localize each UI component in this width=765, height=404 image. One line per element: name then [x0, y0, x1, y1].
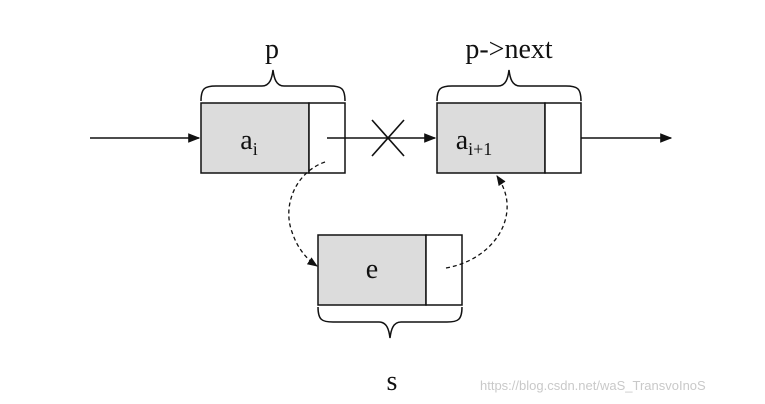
node-ai1-next-field	[544, 102, 582, 174]
dashed-link-to-e	[288, 161, 326, 267]
dashed-link-to-ai1	[445, 175, 508, 269]
node-ai1-data-field	[436, 102, 546, 174]
node-ai1: ai+1	[436, 102, 582, 174]
label-s: s	[387, 366, 398, 397]
brace-p	[200, 69, 346, 102]
node-ai1-label: ai+1	[456, 125, 493, 159]
cross-mark	[371, 119, 405, 157]
node-ai-data-field	[200, 102, 310, 174]
node-e-next-field	[425, 234, 463, 306]
node-e-label: e	[366, 254, 378, 285]
watermark-text: https://blog.csdn.net/waS_TransvoInoS	[480, 378, 706, 393]
node-ai-label: ai	[240, 125, 257, 159]
label-p: p	[265, 34, 279, 65]
label-p-next: p->next	[465, 34, 553, 65]
brace-s	[317, 306, 463, 339]
node-ai: ai	[200, 102, 346, 174]
brace-p-next	[436, 69, 582, 102]
node-e: e	[317, 234, 463, 306]
